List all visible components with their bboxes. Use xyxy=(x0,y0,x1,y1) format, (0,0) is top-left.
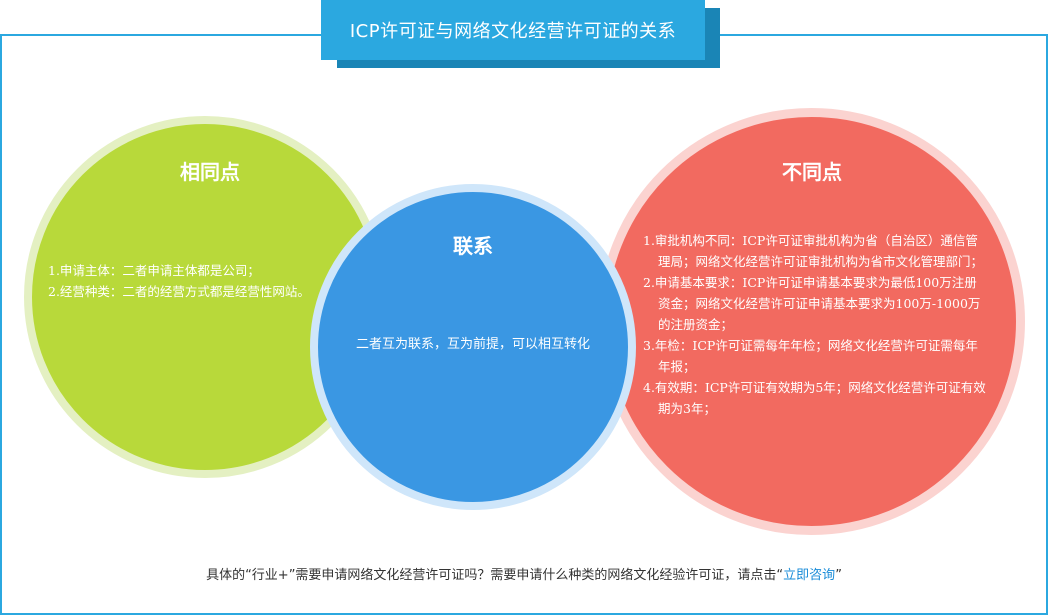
footer-note: 具体的“行业+”需要申请网络文化经营许可证吗？需要申请什么种类的网络文化经验许可… xyxy=(0,564,1048,583)
page-title: ICP许可证与网络文化经营许可证的关系 xyxy=(321,0,705,60)
same-points-heading: 相同点 xyxy=(180,160,240,184)
differences-list: 1.审批机构不同：ICP许可证审批机构为省（自治区）通信管理局；网络文化经营许可… xyxy=(643,230,988,419)
differences-circle xyxy=(598,108,1025,535)
difference-item: 2.申请基本要求：ICP许可证申请基本要求为最低100万注册资金；网络文化经营许… xyxy=(643,275,981,332)
footer-text-end: ” xyxy=(835,568,842,583)
relation-text: 二者互为联系，互为前提，可以相互转化 xyxy=(355,337,590,352)
difference-item: 1.审批机构不同：ICP许可证审批机构为省（自治区）通信管理局；网络文化经营许可… xyxy=(643,233,984,269)
same-point-item: 2.经营种类：二者的经营方式都是经营性网站。 xyxy=(48,284,310,299)
same-point-item: 1.申请主体：二者申请主体都是公司； xyxy=(48,263,260,278)
consult-now-link[interactable]: 立即咨询 xyxy=(783,568,836,583)
difference-item: 3.年检：ICP许可证需每年年检；网络文化经营许可证需每年年报； xyxy=(643,338,978,374)
relation-circle xyxy=(310,184,636,510)
same-points-list: 1.申请主体：二者申请主体都是公司； 2.经营种类：二者的经营方式都是经营性网站… xyxy=(48,260,316,302)
differences-heading: 不同点 xyxy=(782,160,842,184)
relation-heading: 联系 xyxy=(453,234,493,258)
footer-text: 具体的“行业+”需要申请网络文化经营许可证吗？需要申请什么种类的网络文化经验许可… xyxy=(206,568,784,583)
difference-item: 4.有效期：ICP许可证有效期为5年；网络文化经营许可证有效期为3年； xyxy=(643,380,986,416)
